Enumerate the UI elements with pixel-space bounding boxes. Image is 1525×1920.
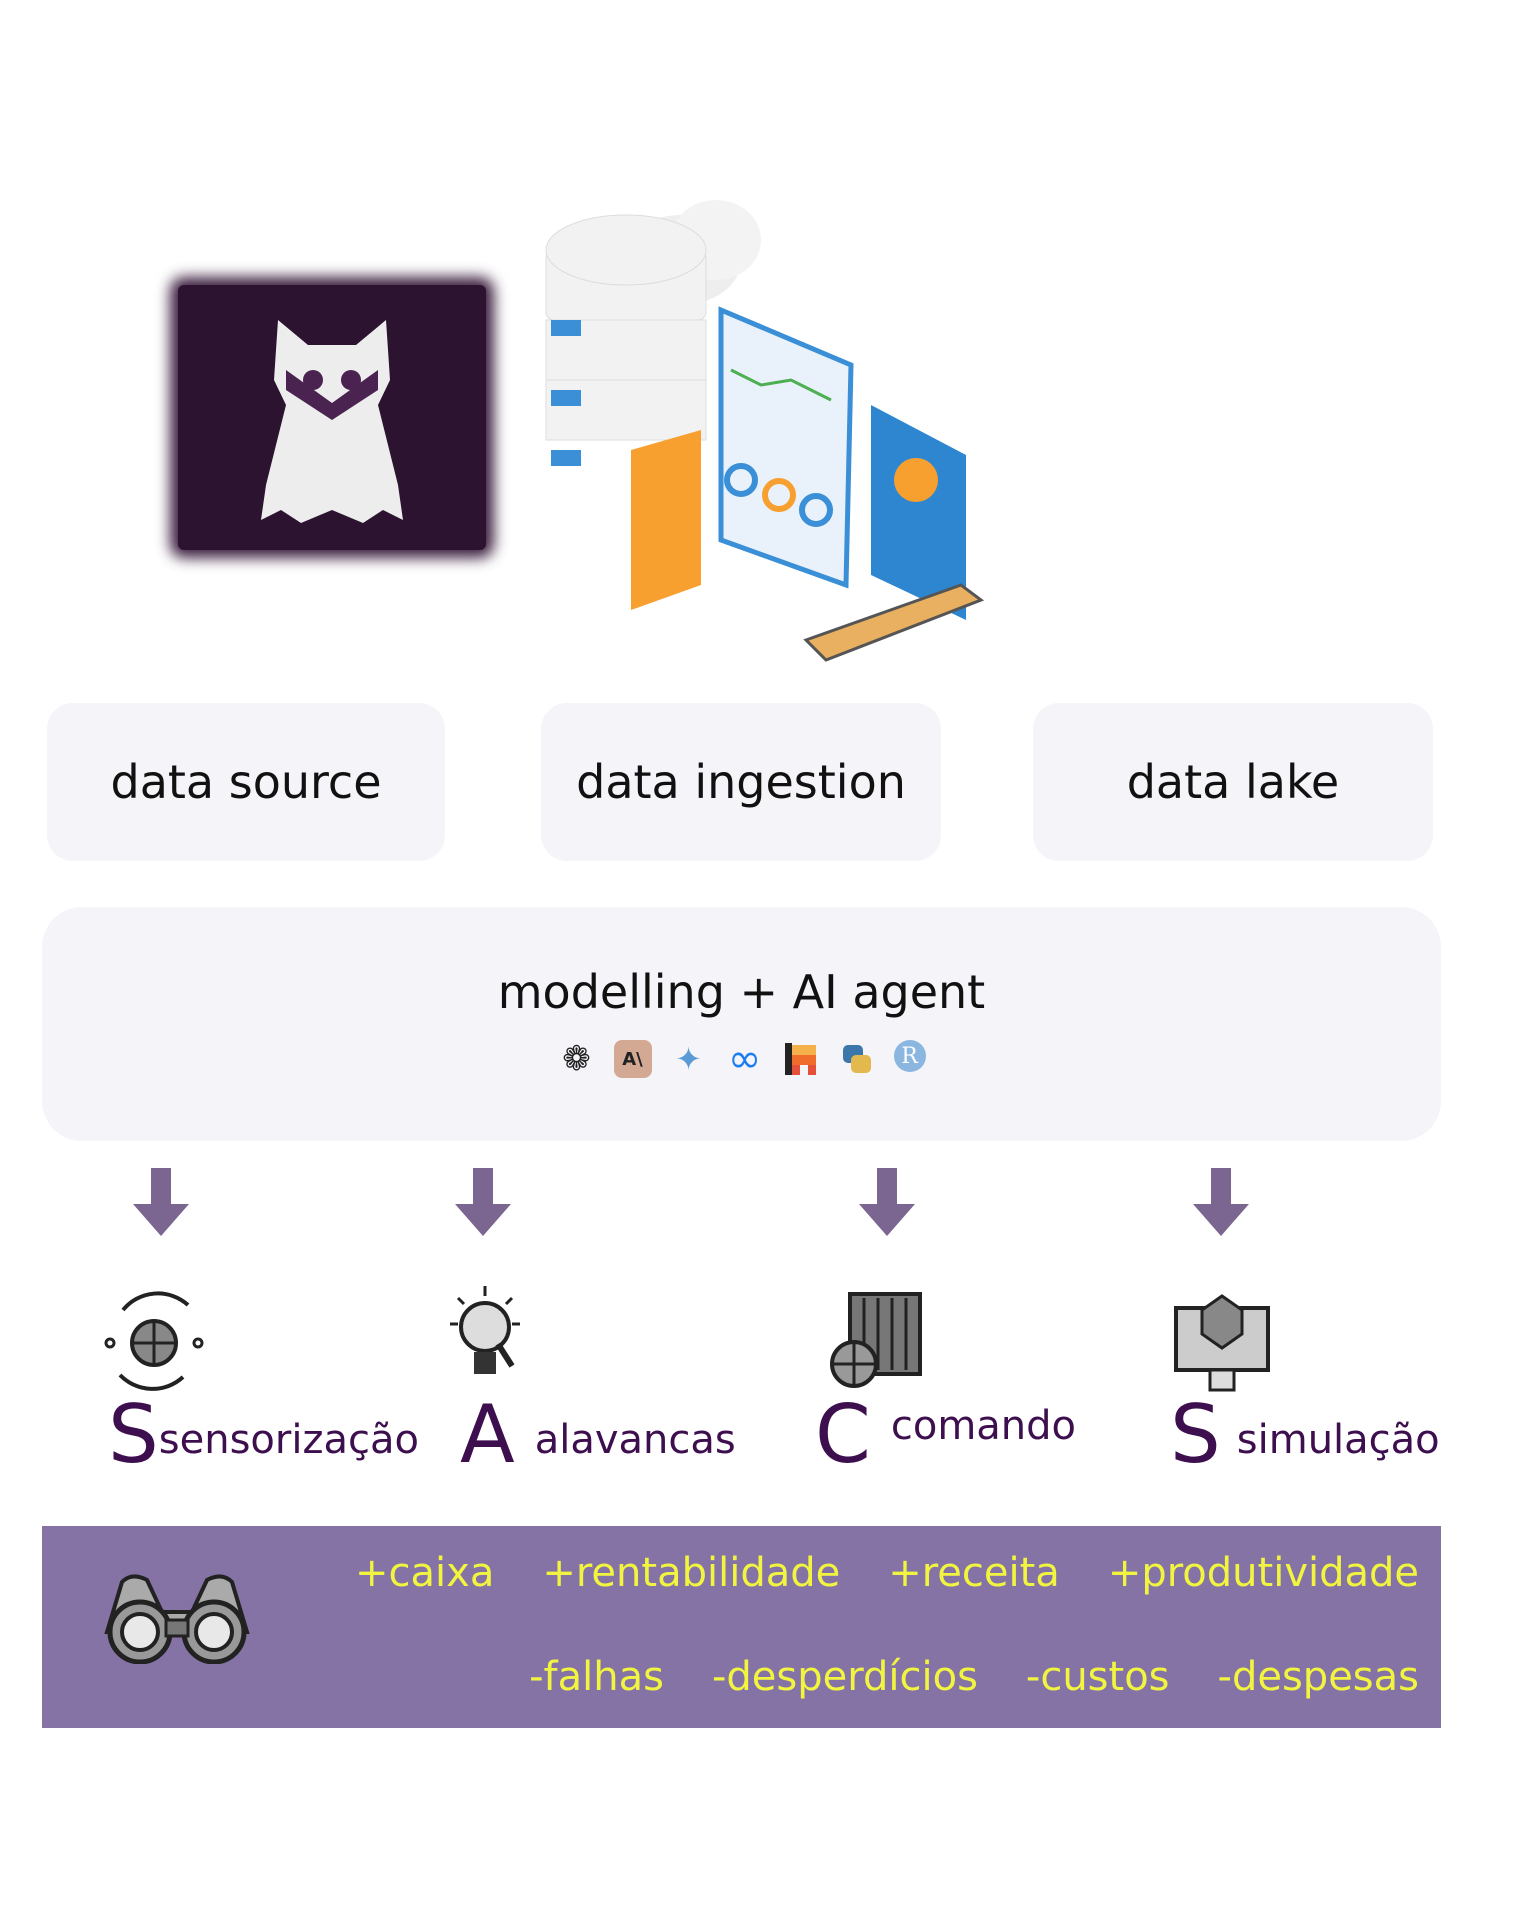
pillar-comando: C comando xyxy=(815,1388,1077,1481)
openai-icon: ❁ xyxy=(562,1039,591,1079)
benefit-item: -custos xyxy=(1025,1654,1170,1700)
stage-data-source: data source xyxy=(47,703,445,861)
pillar-word: comando xyxy=(890,1403,1077,1449)
pillar-letter: S xyxy=(1170,1388,1221,1481)
pillar-word: alavancas xyxy=(534,1417,736,1463)
owl-icon xyxy=(261,320,403,523)
down-arrow-icon xyxy=(1193,1168,1249,1236)
down-arrow-icon xyxy=(859,1168,915,1236)
benefit-item: +rentabilidade xyxy=(542,1550,841,1596)
pillar-letter: S xyxy=(108,1388,159,1481)
pillar-word: simulação xyxy=(1236,1417,1440,1463)
down-arrow-icon xyxy=(133,1168,189,1236)
meta-icon: ∞ xyxy=(727,1036,762,1082)
lightbulb-analytics-icon xyxy=(450,1286,520,1374)
benefit-item: +receita xyxy=(888,1550,1060,1596)
modelling-panel: modelling + AI agent ❁ A\ ✦ ∞ R xyxy=(42,907,1441,1141)
decrease-list: -falhas -desperdícios -custos -despesas xyxy=(529,1654,1419,1700)
anthropic-icon: A\ xyxy=(613,1040,652,1078)
owl-logo xyxy=(178,285,486,550)
benefit-item: +produtividade xyxy=(1107,1550,1419,1596)
modelling-title: modelling + AI agent xyxy=(497,965,986,1019)
benefit-item: +caixa xyxy=(355,1550,495,1596)
stage-data-ingestion: data ingestion xyxy=(541,703,941,861)
benefit-item: -falhas xyxy=(529,1654,664,1700)
mistral-icon xyxy=(782,1040,820,1078)
pillar-word: sensorização xyxy=(158,1417,419,1463)
control-panel-icon xyxy=(830,1292,922,1388)
pillar-letter: C xyxy=(815,1388,871,1481)
binoculars-icon xyxy=(104,1574,250,1664)
3d-monitor-icon xyxy=(1174,1294,1270,1392)
benefit-item: -desperdícios xyxy=(711,1654,978,1700)
data-ingestion-illustration xyxy=(541,190,985,695)
benefit-item: -despesas xyxy=(1217,1654,1419,1700)
pillar-sensorizacao: S sensorização xyxy=(108,1388,419,1481)
python-icon xyxy=(838,1040,876,1078)
pillar-letter: A xyxy=(460,1388,515,1481)
sensor-globe-icon xyxy=(104,1291,204,1391)
outcomes-band: +caixa +rentabilidade +receita +produtiv… xyxy=(42,1526,1441,1728)
increase-list: +caixa +rentabilidade +receita +produtiv… xyxy=(355,1550,1419,1596)
pillar-alavancas: A alavancas xyxy=(460,1388,736,1481)
r-icon: R xyxy=(893,1040,926,1072)
down-arrow-icon xyxy=(455,1168,511,1236)
stage-data-lake: data lake xyxy=(1033,703,1433,861)
ai-tools-row: ❁ A\ ✦ ∞ R xyxy=(42,1036,1441,1082)
pillar-simulacao: S simulação xyxy=(1170,1388,1440,1481)
gemini-icon: ✦ xyxy=(675,1040,702,1078)
